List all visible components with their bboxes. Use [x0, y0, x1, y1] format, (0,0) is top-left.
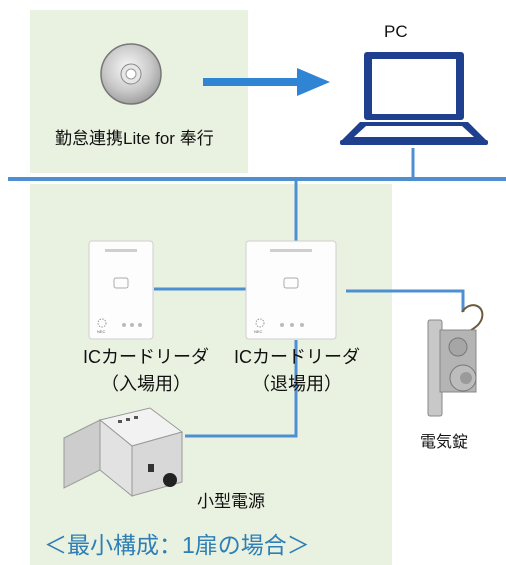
svg-text:NEC: NEC — [97, 329, 106, 334]
software-label: 勤怠連携Lite for 奉行 — [55, 129, 214, 148]
reader-exit-label: ICカードリーダ （退場用） — [213, 344, 381, 398]
electric-lock-icon — [427, 304, 484, 417]
reader-exit-label-line2: （退場用） — [252, 374, 342, 394]
install-arrow — [203, 68, 330, 96]
ic-card-reader-exit-icon: NEC — [245, 240, 337, 340]
reader-exit-label-line1: ICカードリーダ — [234, 347, 360, 367]
config-caption: ＜最小構成：1扉の場合＞ — [44, 532, 310, 558]
svg-text:NEC: NEC — [254, 329, 263, 334]
cd-disc-icon — [100, 43, 162, 105]
power-supply-label: 小型電源 — [197, 492, 265, 511]
pc-label: PC — [384, 22, 408, 41]
reader-entry-label: ICカードリーダ （入場用） — [62, 344, 230, 398]
reader-to-psu-line — [185, 340, 298, 438]
ic-card-reader-entry-icon: NEC — [88, 240, 154, 340]
power-supply-icon — [63, 407, 184, 498]
reader-to-lock-line — [346, 289, 465, 312]
electric-lock-label: 電気錠 — [420, 434, 469, 451]
reader-entry-label-line1: ICカードリーダ — [83, 347, 209, 367]
laptop-pc-icon — [340, 52, 488, 145]
reader-entry-label-line2: （入場用） — [101, 374, 191, 394]
